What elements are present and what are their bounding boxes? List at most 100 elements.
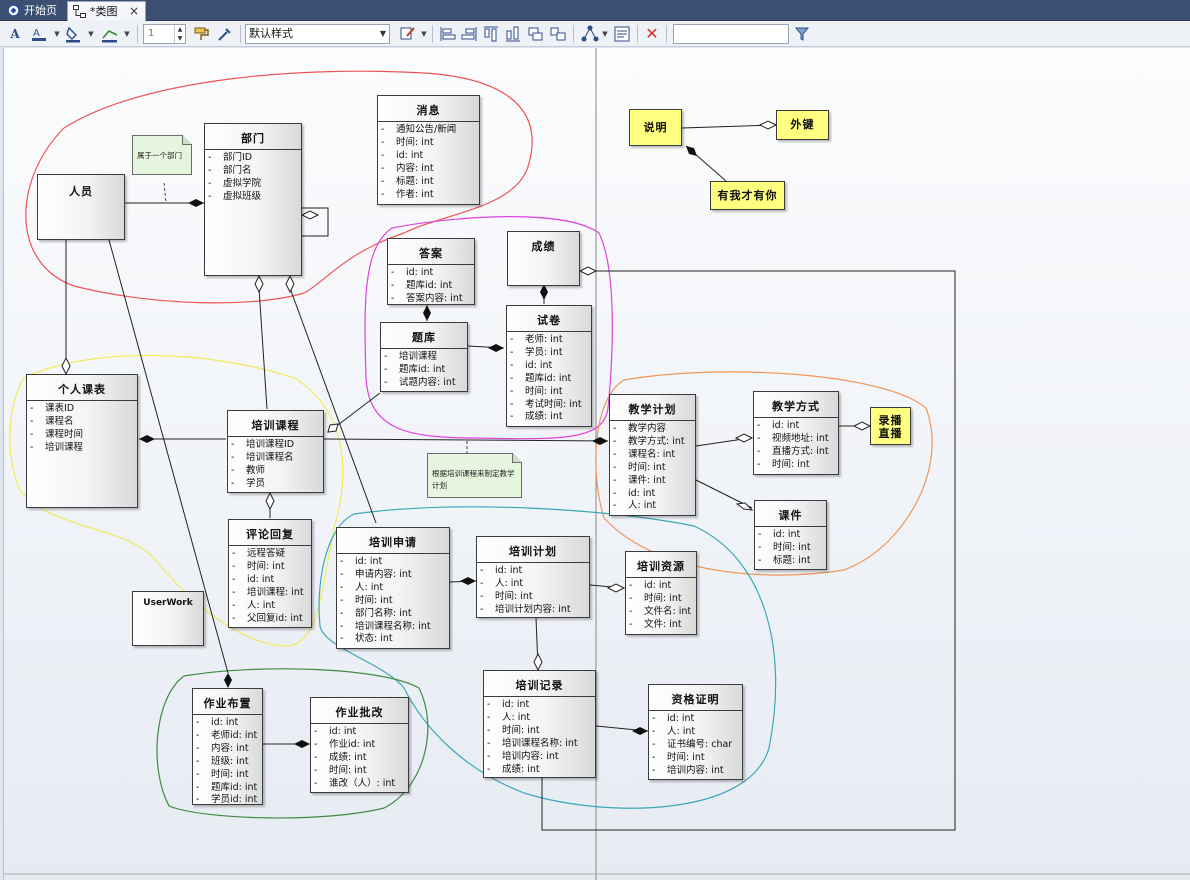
diagram-properties-icon[interactable]	[612, 24, 632, 44]
note-bumen[interactable]: 属于一个部门	[132, 135, 192, 175]
class-attribute: 部门ID	[208, 152, 299, 165]
note-jihua[interactable]: 根据培训课程来制定教学计划	[427, 453, 522, 498]
class-attribute: 时间: int	[487, 725, 593, 738]
class-peixunshenqing[interactable]: 培训申请 id: int 申请内容: int 人: int 时间: int 部门…	[336, 527, 450, 649]
class-kejian[interactable]: 课件 id: int 时间: int 标题: int	[754, 500, 827, 570]
apply-style-icon[interactable]	[398, 24, 418, 44]
line-width-stepper[interactable]: 1 ▲▼	[143, 24, 186, 44]
auto-layout-dropdown-icon[interactable]: ▼	[602, 30, 608, 38]
tab-class-diagram-label: *类图	[90, 5, 118, 18]
tab-start-page[interactable]: 开始页	[2, 1, 63, 21]
class-attribute: id: int	[758, 529, 824, 542]
class-attribute: 学员id: int	[196, 794, 260, 807]
same-width-icon[interactable]	[526, 24, 546, 44]
filter-icon[interactable]	[792, 24, 812, 44]
format-painter-icon[interactable]	[192, 24, 212, 44]
class-zuoyebuzhi[interactable]: 作业布置 id: int 老师id: int 内容: int 班级: int 时…	[192, 688, 263, 805]
class-luboline[interactable]: 录播 直播	[870, 407, 911, 445]
class-xiaoxi[interactable]: 消息 通知公告/新闻 时间: int id: int 内容: int 标题: i…	[377, 95, 480, 205]
close-tab-icon[interactable]: ×	[129, 4, 140, 18]
eyedropper-icon[interactable]	[215, 24, 235, 44]
class-attribute: 课程时间	[30, 429, 135, 442]
fill-color-icon[interactable]	[64, 24, 84, 44]
svg-text:A: A	[33, 28, 40, 39]
class-attribute: 远程答疑	[232, 548, 309, 561]
align-bottom-icon[interactable]	[503, 24, 523, 44]
same-size-icon[interactable]	[548, 24, 568, 44]
class-bumen[interactable]: 部门 部门ID 部门名 虚拟学院 虚拟班级	[204, 123, 302, 276]
align-left-icon[interactable]	[438, 24, 458, 44]
class-attribute: 时间: int	[340, 595, 447, 608]
class-attribute: 作者: int	[381, 189, 477, 202]
class-attribute: 培训课程名称: int	[487, 738, 593, 751]
diagram-canvas[interactable]: 人员 部门 部门ID 部门名 虚拟学院 虚拟班级 消息 通知公告/新闻 时间: …	[3, 48, 1190, 880]
delete-icon[interactable]: ✕	[645, 24, 659, 43]
class-title-line2: 直播	[878, 427, 903, 440]
class-userwork[interactable]: UserWork	[132, 591, 204, 646]
class-attribute: 题库id: int	[384, 364, 465, 377]
class-title: 人员	[69, 185, 93, 198]
class-pinglun[interactable]: 评论回复 远程答疑 时间: int id: int 培训课程: int 人: i…	[228, 519, 312, 628]
class-attribute: 成绩: int	[314, 752, 406, 765]
class-title: 答案	[388, 239, 474, 265]
legend-shuoming[interactable]: 说明	[629, 109, 682, 146]
class-attribute: 老师id: int	[196, 730, 260, 743]
diagram-toolbar: A A ▼ ▼ ▼ 1 ▲▼ 默认样式 ▼ ▼	[0, 21, 1190, 47]
fill-color-dropdown-icon[interactable]: ▼	[88, 30, 94, 38]
note-text: 根据培训课程来制定教学计划	[432, 469, 515, 490]
class-attribute: 人: int	[232, 600, 309, 613]
class-attribute: id: int	[381, 150, 477, 163]
legend-youwo[interactable]: 有我才有你	[710, 181, 785, 210]
toolbar-separator	[240, 25, 241, 43]
class-attribute: 父回复id: int	[232, 613, 309, 626]
class-peixunziyuan[interactable]: 培训资源 id: int 时间: int 文件名: int 文件: int	[625, 551, 697, 635]
class-zigezhengming[interactable]: 资格证明 id: int 人: int 证书编号: char 时间: int 培…	[648, 684, 743, 780]
tab-class-diagram[interactable]: *类图 ×	[67, 1, 147, 21]
class-attribute: 学员: int	[510, 347, 589, 360]
class-attribute: id: int	[232, 574, 309, 587]
class-attribute: 课件: int	[613, 475, 693, 488]
document-tab-bar: 开始页 *类图 ×	[0, 0, 1190, 21]
class-gerenkebiao[interactable]: 个人课表 课表ID 课程名 课程时间 培训课程	[26, 374, 138, 508]
class-jiaoxuejihua[interactable]: 教学计划 教学内容 教学方式: int 课程名: int 时间: int 课件:…	[609, 394, 696, 516]
class-attribute: 虚拟学院	[208, 178, 299, 191]
class-title: 培训资源	[626, 552, 696, 578]
class-daan[interactable]: 答案 id: int 题库id: int 答案内容: int	[387, 238, 475, 305]
search-input[interactable]	[673, 24, 789, 44]
tab-start-page-label: 开始页	[24, 4, 57, 17]
class-zuoyepigai[interactable]: 作业批改 id: int 作业id: int 成绩: int 时间: int 谁…	[310, 697, 409, 793]
class-peixunjihua[interactable]: 培训计划 id: int 人: int 时间: int 培训计划内容: int	[476, 536, 590, 618]
class-title: 教学计划	[610, 395, 695, 421]
chevron-down-icon: ▼	[379, 29, 386, 38]
auto-layout-icon[interactable]	[580, 24, 600, 44]
stepper-arrows-icon[interactable]: ▲▼	[174, 25, 185, 43]
class-tiku[interactable]: 题库 培训课程 题库id: int 试题内容: int	[380, 322, 468, 392]
line-color-icon[interactable]	[100, 24, 120, 44]
class-attribute: 时间: int	[757, 459, 836, 472]
class-renyuan[interactable]: 人员	[37, 174, 125, 240]
align-top-icon[interactable]	[481, 24, 501, 44]
class-attribute: 培训计划内容: int	[480, 604, 587, 617]
class-attribute: 文件: int	[629, 619, 694, 632]
font-color-icon[interactable]: A	[30, 24, 50, 44]
class-title: 培训申请	[337, 528, 449, 554]
font-color-dropdown-icon[interactable]: ▼	[54, 30, 60, 38]
font-icon[interactable]: A	[10, 27, 20, 41]
class-attribute: id: int	[340, 556, 447, 569]
apply-style-dropdown-icon[interactable]: ▼	[421, 30, 427, 38]
class-jiaoxuefangshi[interactable]: 教学方式 id: int 视频地址: int 直播方式: int 时间: int	[753, 391, 839, 475]
class-peixunkecheng[interactable]: 培训课程 培训课程ID 培训课程名 教师 学员	[227, 410, 324, 493]
class-attribute: 学员	[231, 478, 321, 491]
line-color-dropdown-icon[interactable]: ▼	[124, 30, 130, 38]
align-right-icon[interactable]	[459, 24, 479, 44]
class-attribute: 时间: int	[652, 752, 740, 765]
class-peixunjilu[interactable]: 培训记录 id: int 人: int 时间: int 培训课程名称: int …	[483, 670, 596, 778]
start-page-icon	[7, 4, 20, 17]
note-fold-icon	[182, 135, 192, 145]
legend-waijian[interactable]: 外键	[776, 110, 829, 140]
class-attribute: 教学内容	[613, 423, 693, 436]
class-shijuan[interactable]: 试卷 老师: int 学员: int id: int 题库id: int 时间:…	[506, 305, 592, 427]
class-chengji[interactable]: 成绩	[507, 231, 580, 286]
class-title: 资格证明	[649, 685, 742, 711]
style-select[interactable]: 默认样式 ▼	[245, 24, 390, 44]
